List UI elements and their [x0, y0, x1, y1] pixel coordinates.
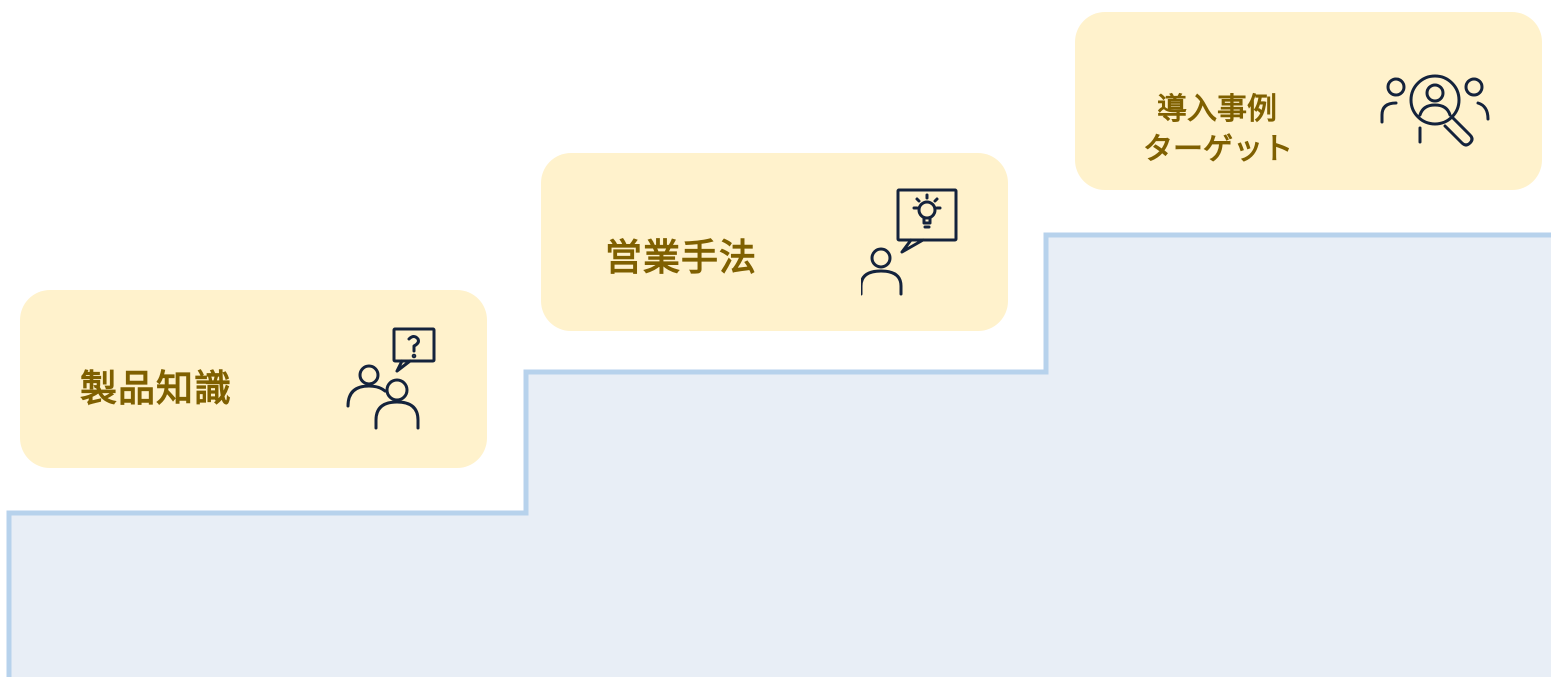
- step-card-product-knowledge: 製品知識: [20, 290, 487, 468]
- people-search-icon: [1380, 74, 1490, 147]
- people-question-icon: [346, 327, 436, 430]
- step-label-line-2: ターゲット: [1143, 132, 1293, 167]
- staircase-edge: [6, 232, 1551, 677]
- person-idea-icon: [861, 188, 958, 296]
- step-label-sales-method: 営業手法: [605, 236, 757, 279]
- step-label-line-1: 導入事例: [1157, 92, 1277, 127]
- staircase-fill: [9, 235, 1551, 677]
- step-label-product-knowledge: 製品知識: [80, 367, 232, 410]
- step-card-sales-method: 営業手法: [541, 153, 1008, 331]
- step-label-case-studies-target: 導入事例 ターゲット: [1143, 90, 1293, 170]
- step-card-case-studies-target: 導入事例 ターゲット: [1075, 12, 1542, 190]
